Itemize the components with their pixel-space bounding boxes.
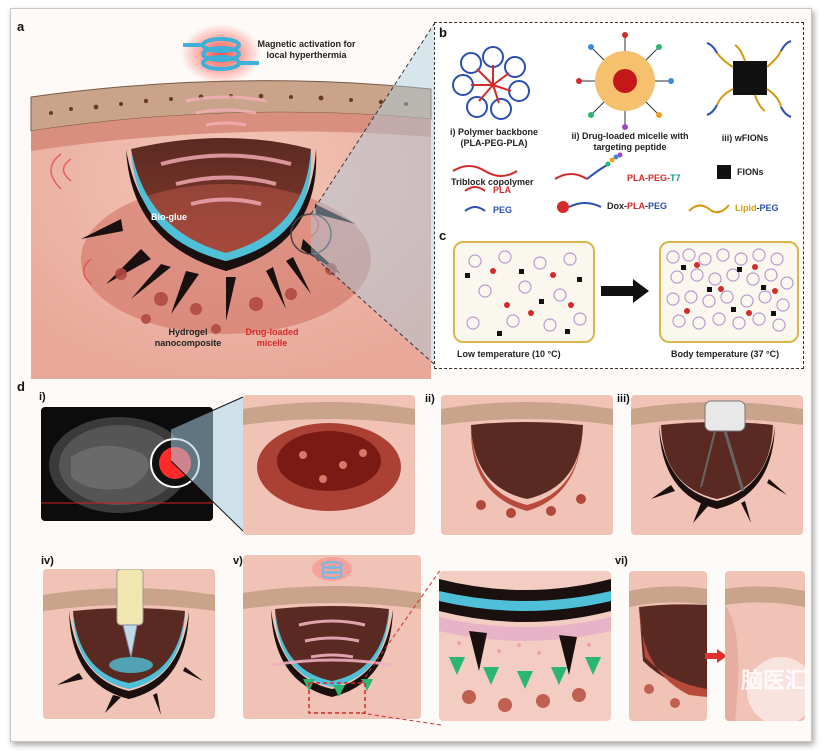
coil-icon-small bbox=[312, 557, 352, 581]
step-iii-label: iii) bbox=[617, 393, 630, 405]
lipid-peg-icon bbox=[688, 204, 730, 214]
dox-peg-label: PEG bbox=[648, 201, 668, 211]
dox-pla-label: PLA bbox=[627, 201, 645, 211]
lipid-peg-label: PEG bbox=[759, 203, 779, 213]
low-temp-box bbox=[453, 241, 595, 343]
pla-label: PLA bbox=[493, 185, 511, 195]
t7-legend: PLA-PEG-T7 bbox=[627, 173, 681, 183]
healing-arrow-icon bbox=[705, 649, 727, 663]
transition-arrow-icon bbox=[601, 279, 649, 303]
body-temp-box bbox=[659, 241, 799, 343]
dox-prefix: Dox- bbox=[607, 201, 627, 211]
lipid-label: Lipid bbox=[735, 203, 757, 213]
step-vi-label: vi) bbox=[615, 555, 628, 567]
drug-micelle-label: ii) Drug-loaded micelle with targeting p… bbox=[571, 131, 689, 152]
zoom-projection-lines bbox=[361, 569, 442, 726]
step-vi-tissue-right bbox=[725, 571, 805, 721]
bioglue-label: Bio-glue bbox=[151, 212, 187, 222]
polymer-backbone-label: i) Polymer backbone (PLA-PEG-PLA) bbox=[449, 127, 539, 148]
step-ii-label: ii) bbox=[425, 393, 435, 405]
body-temp-label: Body temperature (37 °C) bbox=[671, 349, 780, 359]
mri-zoom-projection bbox=[171, 396, 244, 532]
fion-icon bbox=[717, 165, 731, 179]
low-temp-micelles bbox=[465, 250, 587, 336]
drug-micelle-icon bbox=[576, 32, 674, 130]
figure: a bbox=[10, 8, 812, 742]
panel-b-structures bbox=[452, 32, 792, 214]
bioglue-layer bbox=[131, 149, 312, 261]
triblock-icon bbox=[452, 165, 518, 177]
resection-cavity bbox=[131, 138, 311, 254]
dox-icon bbox=[557, 201, 569, 213]
hydrogel-layer bbox=[126, 149, 317, 271]
t7-label: T7 bbox=[670, 173, 681, 183]
triblock-label: Triblock copolymer bbox=[451, 177, 534, 187]
zoom-box bbox=[308, 682, 366, 714]
low-temp-label: Low temperature (10 °C) bbox=[457, 349, 561, 359]
panel-c-letter: c bbox=[439, 228, 447, 243]
wfion-label: iii) wFIONs bbox=[721, 133, 769, 143]
panel-a-illustration bbox=[30, 23, 435, 379]
peg-icon bbox=[464, 206, 486, 212]
panel-d-letter: d bbox=[17, 379, 25, 394]
panel-a-title: Magnetic activation for local hypertherm… bbox=[257, 39, 356, 60]
watermark-logo bbox=[747, 657, 805, 721]
wfion-icon bbox=[706, 40, 792, 118]
panel-b-letter: b bbox=[439, 25, 447, 40]
pla-icon bbox=[464, 186, 486, 192]
watermark-text: 脑医汇 bbox=[741, 669, 808, 694]
body-temp-micelles bbox=[666, 248, 794, 332]
dox-legend: Dox-PLA-PEG bbox=[607, 201, 668, 211]
magnetic-coil-icon bbox=[181, 24, 261, 84]
step-i-label: i) bbox=[39, 391, 46, 403]
step-vi-tissue-left bbox=[629, 571, 707, 721]
step-iv-tissue bbox=[43, 569, 215, 719]
step-v-zoom bbox=[439, 571, 611, 721]
peg-label: PEG bbox=[493, 205, 513, 215]
hydrogel-label: Hydrogel nanocomposite bbox=[154, 327, 222, 348]
step-v-label: v) bbox=[233, 555, 243, 567]
glue-applicator-icon bbox=[109, 569, 153, 673]
t7-prefix: PLA-PEG- bbox=[627, 173, 671, 183]
fions-label: FIONs bbox=[737, 167, 764, 177]
step-iv-label: iv) bbox=[41, 555, 54, 567]
micelle-label: Drug-loaded micelle bbox=[245, 327, 299, 348]
step-iii-tissue bbox=[631, 395, 803, 535]
t7-peptide-icon bbox=[605, 152, 623, 167]
step-ii-tissue bbox=[441, 395, 613, 535]
syringe-icon bbox=[700, 400, 746, 492]
panel-a-letter: a bbox=[17, 19, 25, 34]
lipid-legend: Lipid-PEG bbox=[735, 203, 779, 213]
panel-b: b bbox=[434, 22, 804, 369]
step-v-tissue bbox=[243, 555, 421, 719]
step-i-tissue bbox=[243, 395, 415, 535]
